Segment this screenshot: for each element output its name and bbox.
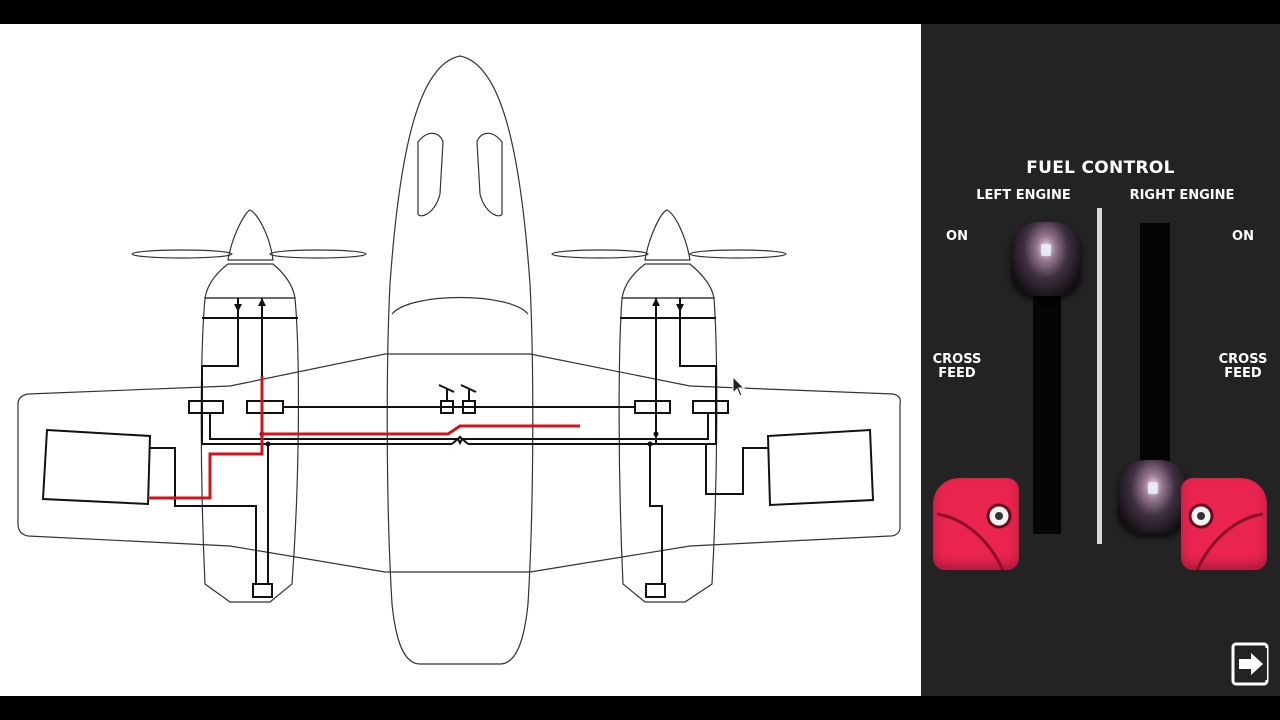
left-crossfeed-line1: CROSS bbox=[932, 352, 982, 367]
right-prop-blade-left bbox=[551, 249, 649, 259]
engine-divider bbox=[1097, 208, 1102, 544]
right-crossfeed-line1: CROSS bbox=[1218, 352, 1268, 367]
aircraft-schematic bbox=[17, 55, 901, 665]
left-boost-pump bbox=[252, 583, 273, 598]
right-nacelle bbox=[618, 297, 718, 603]
left-prop-blade-left bbox=[131, 249, 233, 259]
right-lever-glint bbox=[1148, 482, 1158, 494]
left-engine-label: LEFT ENGINE bbox=[976, 188, 1071, 203]
left-return-line bbox=[201, 298, 452, 445]
left-fuel-lever[interactable] bbox=[1011, 222, 1081, 296]
left-guard-detail bbox=[936, 503, 1012, 570]
left-crossfeed-label: CROSS FEED bbox=[927, 353, 987, 381]
crossfeed-switch-left bbox=[438, 384, 455, 393]
right-outer-cross-line bbox=[462, 413, 709, 440]
crossover-lower bbox=[457, 438, 463, 446]
left-pump-junction-dot bbox=[265, 441, 271, 447]
fuel-system-diagram bbox=[0, 24, 921, 696]
right-pump-line bbox=[649, 444, 663, 584]
right-boost-pump bbox=[645, 583, 666, 598]
left-outer-cross-line bbox=[209, 413, 458, 440]
left-tank-outlet bbox=[150, 447, 257, 584]
fuel-control-panel: FUEL CONTROL LEFT ENGINE RIGHT ENGINE ON… bbox=[921, 24, 1280, 696]
right-pump-junction-dot bbox=[647, 441, 653, 447]
left-spinner bbox=[227, 209, 274, 261]
right-junction-dot bbox=[653, 431, 659, 437]
right-lever-guard[interactable] bbox=[1181, 478, 1267, 570]
right-inner-valve bbox=[634, 400, 671, 414]
crossover-upper bbox=[451, 435, 469, 445]
right-crossfeed-line2: FEED bbox=[1224, 366, 1262, 381]
right-on-label: ON bbox=[1232, 229, 1254, 244]
windshield-right bbox=[476, 132, 503, 217]
right-fuel-lever[interactable] bbox=[1118, 460, 1188, 534]
exit-button[interactable] bbox=[1231, 642, 1269, 686]
left-inner-valve bbox=[246, 400, 284, 414]
mouse-cursor-icon bbox=[732, 376, 746, 397]
left-lever-glint bbox=[1041, 244, 1051, 256]
left-feed-arrow bbox=[258, 298, 266, 306]
windshield-left bbox=[417, 132, 444, 217]
right-outer-valve bbox=[692, 400, 729, 414]
right-engine-label: RIGHT ENGINE bbox=[1129, 188, 1235, 203]
left-lever-guard[interactable] bbox=[933, 478, 1019, 570]
left-outer-valve bbox=[188, 400, 224, 414]
left-lever-track bbox=[1033, 280, 1061, 534]
left-fuel-tank bbox=[41, 428, 152, 506]
active-fuel-path-left bbox=[148, 376, 264, 500]
right-return-line bbox=[468, 298, 717, 445]
wing-outline bbox=[17, 353, 901, 573]
right-return-arrow bbox=[676, 304, 684, 312]
right-tank-outlet bbox=[705, 444, 768, 495]
left-nacelle bbox=[200, 297, 300, 603]
left-nacelle-top bbox=[204, 263, 296, 299]
active-crossfeed-path bbox=[262, 424, 580, 436]
panel-title: FUEL CONTROL bbox=[1026, 158, 1175, 178]
cabin-outline bbox=[391, 296, 529, 315]
left-prop-blade-right bbox=[269, 249, 367, 259]
right-nacelle-top bbox=[621, 263, 715, 299]
crossfeed-switch-right bbox=[460, 384, 477, 393]
right-crossfeed-label: CROSS FEED bbox=[1212, 353, 1274, 381]
right-prop-blade-right bbox=[689, 249, 787, 259]
left-crossfeed-line2: FEED bbox=[938, 366, 976, 381]
right-spinner bbox=[644, 209, 691, 261]
right-feed-arrow bbox=[652, 298, 660, 306]
right-fuel-tank bbox=[766, 428, 875, 507]
right-guard-detail bbox=[1188, 503, 1264, 570]
left-return-arrow bbox=[234, 304, 242, 312]
fuselage-outline bbox=[386, 55, 534, 665]
exit-icon bbox=[1231, 642, 1269, 686]
right-lever-track bbox=[1140, 223, 1170, 477]
left-on-label: ON bbox=[946, 229, 968, 244]
